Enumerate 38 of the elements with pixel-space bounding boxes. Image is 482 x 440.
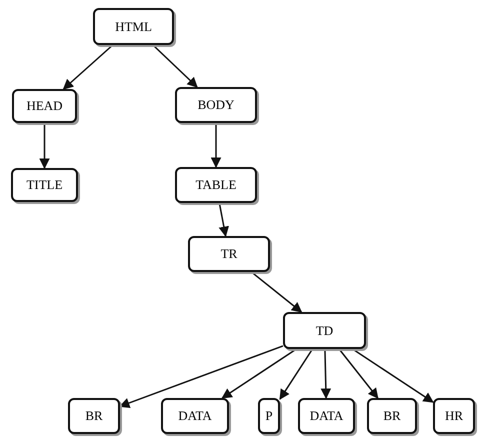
tag-box — [12, 89, 77, 123]
arrow — [338, 348, 378, 399]
tag-box — [161, 398, 229, 434]
tag-box — [258, 398, 280, 434]
arrow — [251, 271, 302, 313]
arrow — [119, 345, 284, 408]
tag-box — [298, 398, 355, 434]
tag-box — [68, 398, 120, 434]
tag-name: TITLE — [26, 177, 63, 193]
tag-box — [175, 87, 257, 123]
tag-box — [188, 236, 270, 272]
arrow — [152, 44, 198, 88]
tag-box — [93, 8, 174, 45]
tag-name: DATA — [178, 408, 212, 424]
tag-name: HTML — [115, 18, 152, 34]
tag-name: TR — [220, 246, 238, 262]
arrow — [62, 44, 114, 90]
tag-name: DATA — [310, 408, 344, 424]
tag-name: BR — [383, 408, 401, 424]
tag-box — [175, 167, 257, 203]
arrow — [352, 348, 434, 403]
arrow — [210, 123, 222, 168]
tag-name: P — [265, 408, 273, 424]
tag-box — [11, 168, 78, 202]
tag-name: HEAD — [26, 98, 63, 114]
tag-name: TABLE — [196, 177, 236, 193]
arrow — [279, 348, 314, 400]
tag-box — [283, 312, 366, 349]
tag-box — [367, 398, 417, 434]
tag-name: BODY — [198, 97, 234, 113]
arrow — [320, 348, 332, 400]
tag-name: BR — [85, 408, 103, 424]
arrow — [39, 123, 50, 170]
tag-box — [433, 398, 475, 434]
tag-name: TD — [316, 322, 334, 338]
tag-name: HR — [444, 408, 464, 424]
arrow — [218, 202, 230, 238]
arrow — [221, 348, 297, 399]
